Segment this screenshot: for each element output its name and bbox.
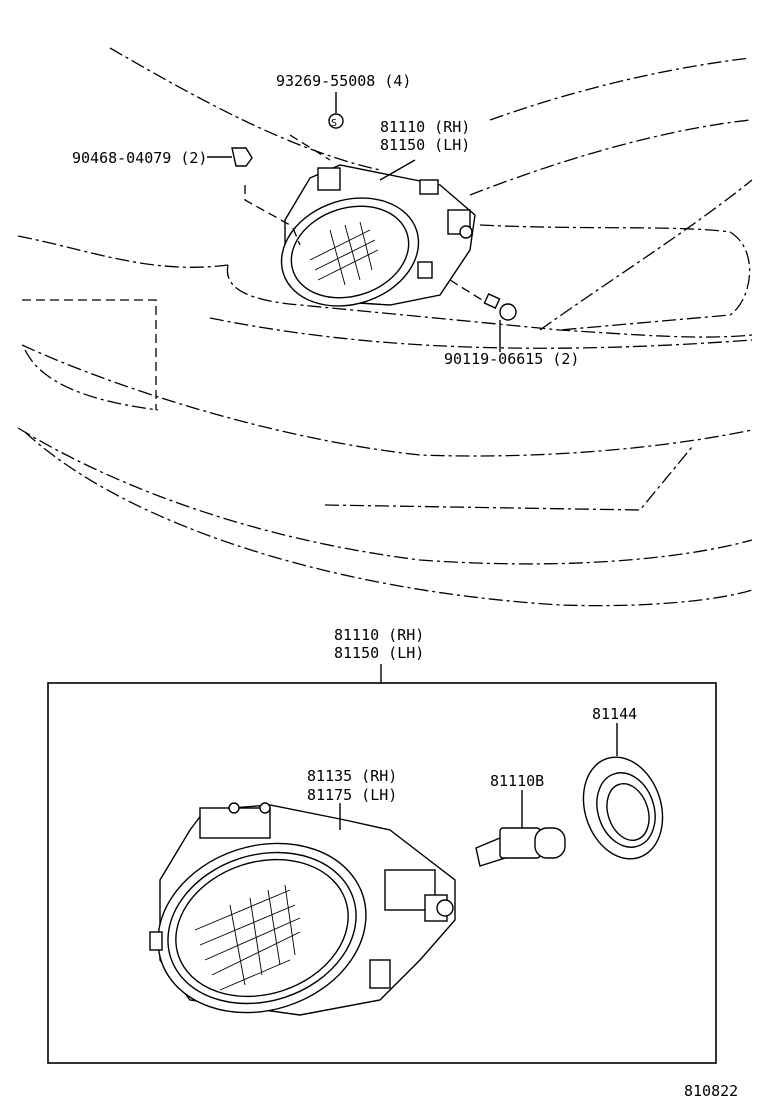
label-assy-rh: 81110 (RH) <box>334 626 424 644</box>
label-bolt: 90119-06615 (2) <box>444 350 579 368</box>
bulb-icon <box>475 790 566 867</box>
clip-icon <box>207 147 253 167</box>
screw-icon: S <box>328 92 344 129</box>
label-unit-lh: 81175 (LH) <box>307 786 397 804</box>
label-assy-lh: 81150 (LH) <box>334 644 424 662</box>
assembly-box <box>47 682 717 1064</box>
bumper-outline <box>17 47 753 607</box>
label-unit-rh: 81135 (RH) <box>307 767 397 785</box>
label-screw: 93269-55008 (4) <box>276 72 411 90</box>
label-seal: 81144 <box>592 705 637 723</box>
label-clip: 90468-04079 (2) <box>72 149 207 167</box>
label-fog-rh-top: 81110 (RH) <box>380 118 470 136</box>
seal-ring-icon <box>582 723 664 860</box>
fog-lamp-installed <box>244 134 491 307</box>
diagram-number: 810822 <box>684 1082 738 1100</box>
label-fog-lh-top: 81150 (LH) <box>380 136 470 154</box>
svg-text:S: S <box>331 118 337 129</box>
fog-lamp-unit <box>149 802 456 1016</box>
bolt-icon <box>483 293 517 352</box>
label-bulb: 81110B <box>490 772 544 790</box>
